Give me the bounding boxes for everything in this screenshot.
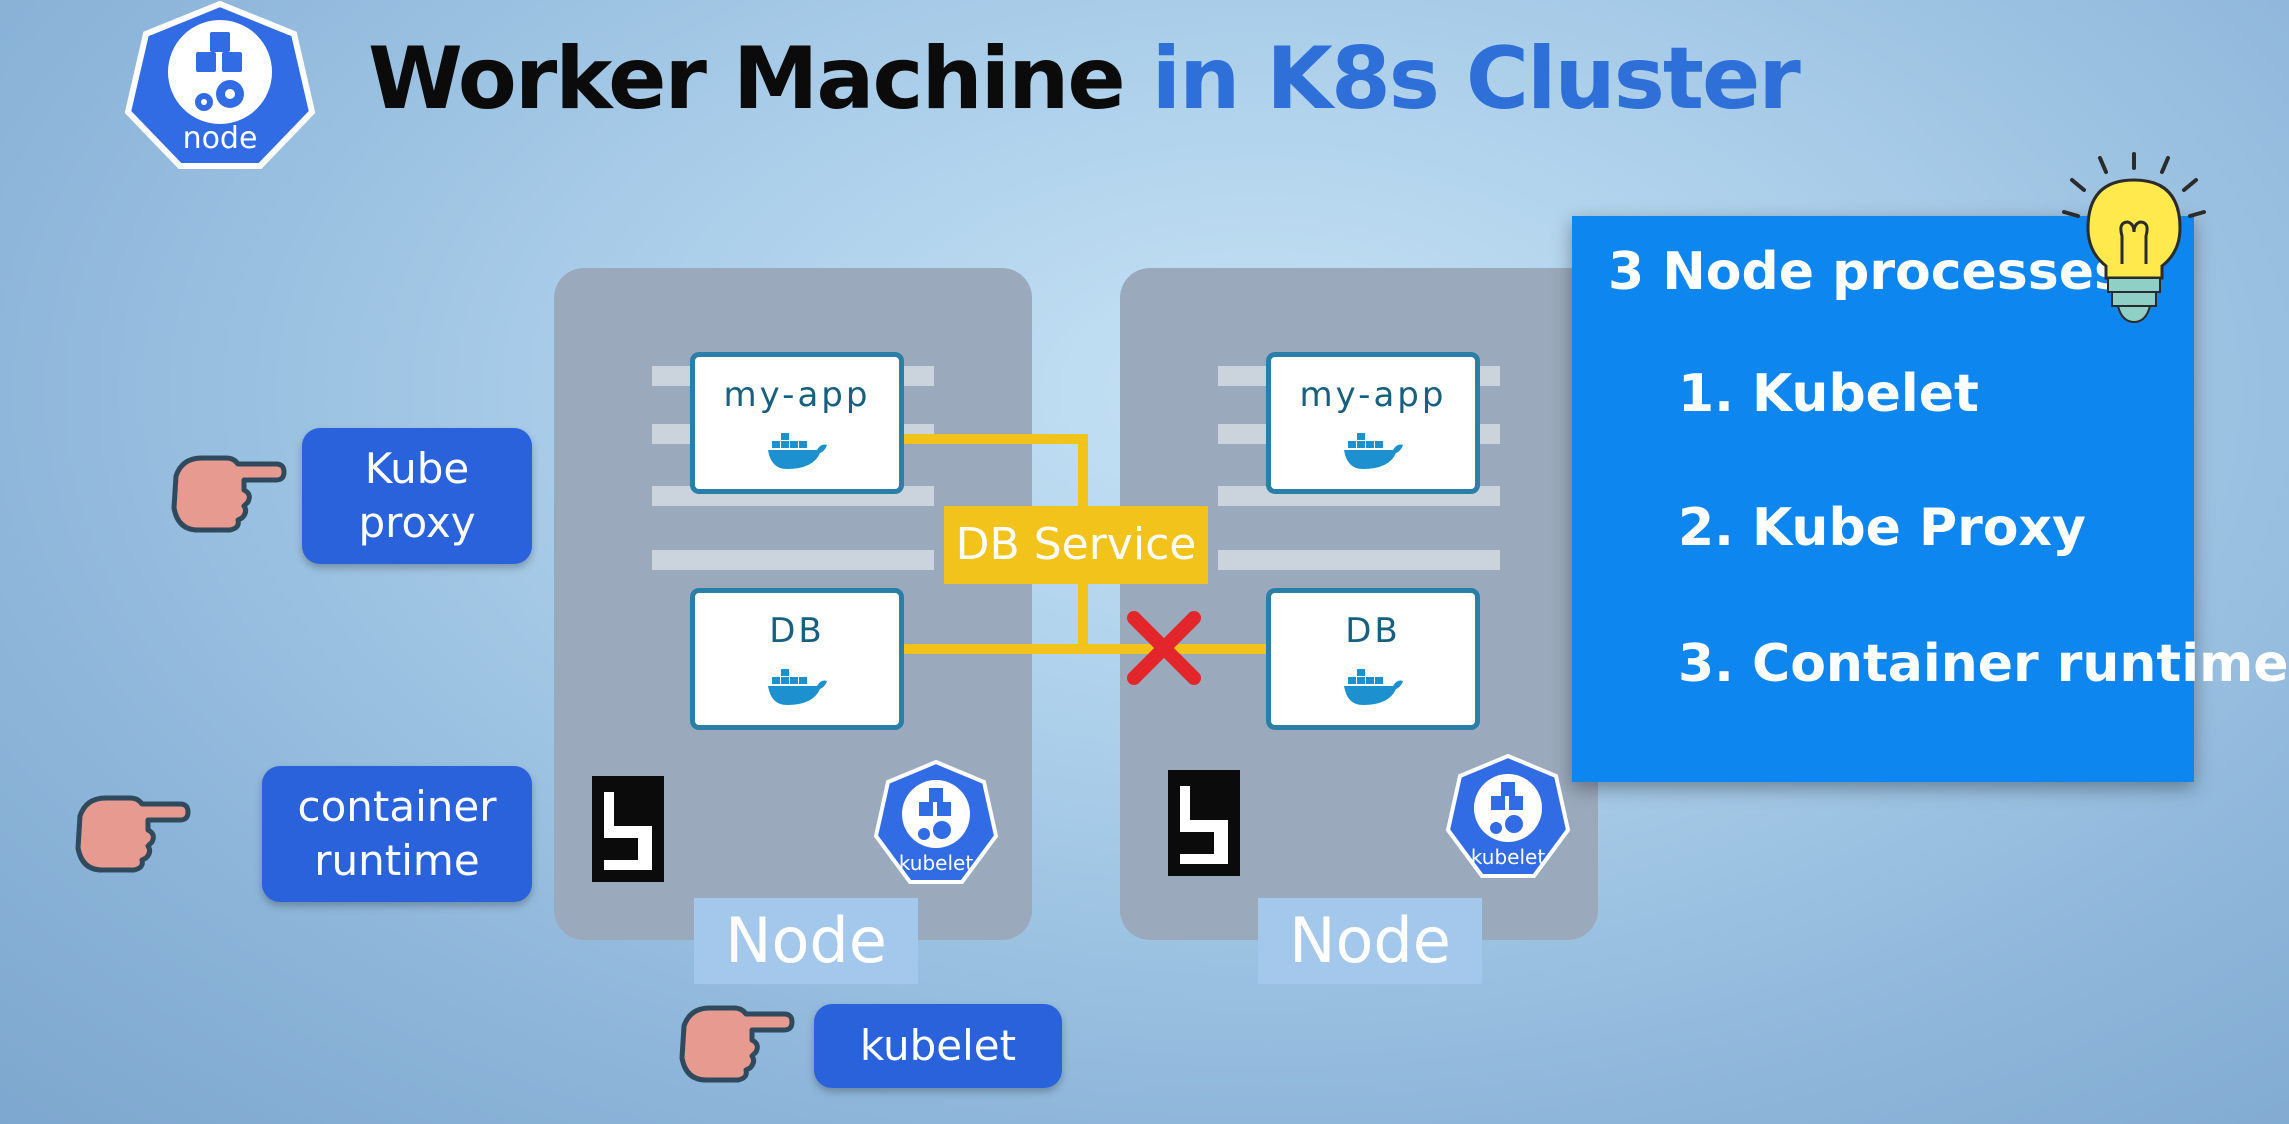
stripe <box>652 550 934 570</box>
kubelet-callout-label: kubelet <box>814 1004 1062 1088</box>
container-db-2: DB <box>1266 588 1480 730</box>
stripe <box>1218 550 1500 570</box>
connector-line <box>904 644 1274 654</box>
container-label: DB <box>1345 611 1401 651</box>
title-part-1: Worker Machine <box>368 29 1126 129</box>
info-item-kube-proxy: 2. Kube Proxy <box>1678 498 2086 558</box>
db-service-box: DB Service <box>944 506 1208 584</box>
kubelet-icon: kubelet <box>873 759 999 884</box>
container-my-app-2: my-app <box>1266 352 1480 494</box>
container-runtime-icon <box>1168 770 1240 876</box>
connector-line <box>904 434 1084 444</box>
docker-whale-icon <box>768 669 827 705</box>
page-title: Worker Machine in K8s Cluster <box>368 20 1801 138</box>
kubelet-logo-label: kubelet <box>1471 845 1546 869</box>
container-runtime-icon <box>592 776 664 882</box>
info-item-container-runtime: 3. Container runtime <box>1678 634 2289 694</box>
docker-whale-icon <box>768 433 827 469</box>
docker-whale-icon <box>1344 433 1403 469</box>
container-label: DB <box>769 611 825 651</box>
container-label: my-app <box>723 375 871 415</box>
logo-label: node <box>183 121 258 156</box>
docker-whale-icon <box>1344 669 1403 705</box>
lightbulb-icon <box>2062 152 2206 324</box>
node-label-2: Node <box>1258 898 1482 984</box>
info-item-kubelet: 1. Kubelet <box>1678 364 1979 424</box>
container-label: my-app <box>1299 375 1447 415</box>
kubelet-logo-label: kubelet <box>899 851 974 875</box>
kubelet-icon: kubelet <box>1445 753 1571 878</box>
pointing-hand-icon <box>75 795 191 873</box>
pointing-hand-icon <box>679 1005 795 1083</box>
container-db-1: DB <box>690 588 904 730</box>
node-label-1: Node <box>694 898 918 984</box>
title-part-2: in K8s Cluster <box>1151 29 1801 129</box>
pointing-hand-icon <box>171 455 287 533</box>
info-heading: 3 Node processes: <box>1608 242 2146 302</box>
red-x-icon <box>1127 611 1201 685</box>
kubernetes-node-icon: node <box>124 0 316 169</box>
node-processes-panel: 3 Node processes: 1. Kubelet 2. Kube Pro… <box>1572 216 2289 782</box>
container-my-app-1: my-app <box>690 352 904 494</box>
